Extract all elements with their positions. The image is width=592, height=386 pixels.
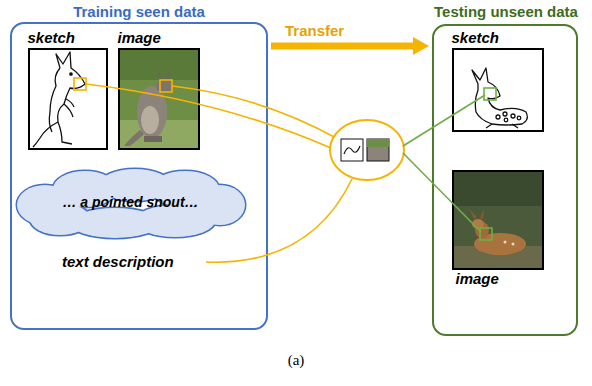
region-title: Training seen data <box>12 3 266 20</box>
figure-caption: (a) <box>288 352 305 369</box>
modality-label: image <box>456 270 499 287</box>
modality-label: sketch <box>28 29 76 46</box>
kangaroo-sketch <box>33 52 85 147</box>
region-title: Testing unseen data <box>434 3 576 20</box>
modality-label: image <box>118 29 161 46</box>
training-region: Training seen datasketchimage… a pointed… <box>10 22 268 330</box>
kangaroo-photo <box>120 50 198 148</box>
deer-photo <box>454 172 542 268</box>
image-box: image <box>452 170 544 270</box>
cloud-shape <box>17 169 245 238</box>
arrow-head <box>413 37 429 55</box>
image-box: image <box>118 48 200 150</box>
text-label: text description <box>62 253 174 270</box>
description-text: … a pointed snout… <box>62 194 198 210</box>
modality-label: sketch <box>452 29 500 46</box>
edge-label: Transfer <box>285 22 344 39</box>
cloud-node: … a pointed snout… <box>15 167 247 239</box>
arrow-shaft <box>271 43 413 50</box>
transfer-arrow <box>271 37 429 55</box>
sketch-box: sketch <box>28 48 108 150</box>
testing-region: Testing unseen datasketchimage <box>432 24 578 336</box>
sketch-box: sketch <box>452 48 544 132</box>
